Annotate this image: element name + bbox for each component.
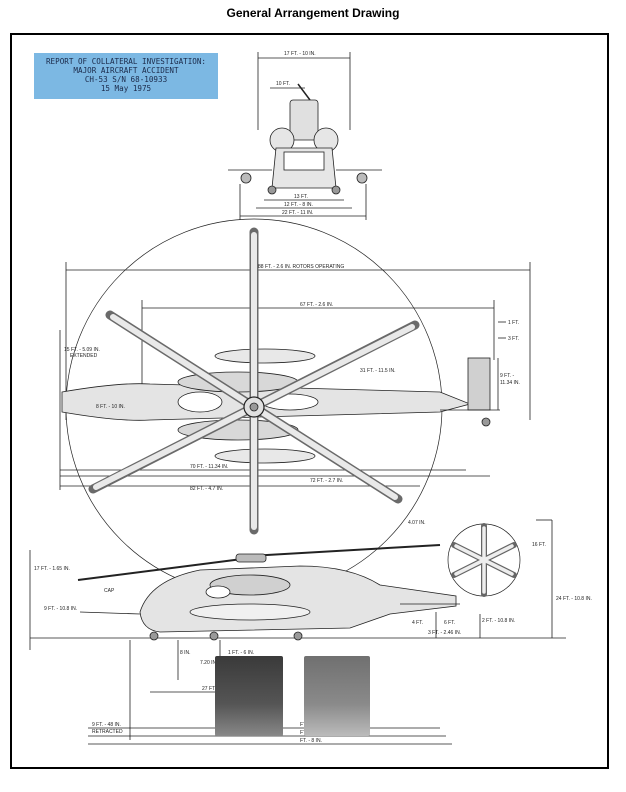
report-stamp: REPORT OF COLLATERAL INVESTIGATION: MAJO…	[34, 53, 218, 99]
dim-8ft: 8 FT. - 10 IN.	[96, 404, 125, 410]
dim-1ft: 1 FT.	[508, 320, 519, 326]
stamp-line: REPORT OF COLLATERAL INVESTIGATION:	[45, 57, 206, 66]
dim-72ft: 72 FT. - 2.7 IN.	[310, 478, 343, 484]
dim-17ft: 17 FT. - 1.65 IN.	[34, 566, 70, 572]
dim-6ft: 6 FT.	[444, 620, 455, 626]
front-dim-b2: 12 FT. - 8 IN.	[284, 202, 313, 208]
dim-70ft: 70 FT. - 11.34 IN.	[190, 464, 228, 470]
front-dim-b1: 13 FT.	[294, 194, 308, 200]
dim-4-07in: 4.07 IN.	[408, 520, 426, 526]
dim-3ft-side: 3 FT. - 2.46 IN.	[428, 630, 461, 636]
dim-8in: 8 IN.	[180, 650, 191, 656]
dim-82ft: 82 FT. - 4.7 IN.	[190, 486, 223, 492]
page-title: General Arrangement Drawing	[226, 6, 400, 20]
dim-4ft: 4 FT.	[412, 620, 423, 626]
label-cap: CAP	[104, 588, 115, 594]
dim-9ft: 9 FT. - 10.8 IN.	[44, 606, 77, 612]
dim-31ft: 31 FT. - 11.5 IN.	[360, 368, 395, 374]
stamp-line: 15 May 1975	[100, 84, 152, 93]
dim-1ft-6in: 1 FT. - 6 IN.	[228, 650, 254, 656]
dim-9ft-a: 9 FT. -	[500, 373, 515, 379]
dim-27ft: 27 FT.	[202, 686, 216, 692]
dim-67ft: 67 FT. - 2.6 IN.	[300, 302, 333, 308]
stamp-line: MAJOR AIRCRAFT ACCIDENT	[73, 66, 179, 75]
overlay-thumbnail-dark	[215, 656, 283, 736]
dim-7-20in: 7.20 IN.	[200, 660, 218, 666]
label-retracted: RETRACTED	[92, 729, 123, 735]
dim-9ft-b: 11.34 IN.	[500, 380, 520, 386]
side-view	[29, 519, 566, 745]
dim-24ft: 24 FT. - 10.8 IN.	[556, 596, 592, 602]
dim-3ft: 3 FT.	[508, 336, 519, 342]
overlay-thumbnail-light	[304, 656, 370, 736]
dim-tail-rotor: 16 FT.	[532, 542, 546, 548]
stamp-line: CH-53 S/N 68-10933	[84, 75, 168, 84]
top-view	[59, 218, 531, 596]
label-extended: EXTENDED	[70, 353, 98, 359]
front-view	[228, 52, 382, 220]
front-dim-top: 17 FT. - 10 IN.	[284, 51, 316, 57]
dim-bottom-3: FT. - 8 IN.	[300, 738, 322, 744]
front-dim-mast: 10 FT.	[276, 81, 290, 87]
dim-rotors-operating: 88 FT. - 2.6 IN. ROTORS OPERATING	[258, 264, 344, 270]
front-dim-b3: 22 FT. - 11 IN.	[282, 210, 313, 216]
dim-retracted: 9 FT. - 48 IN.	[92, 722, 121, 728]
dim-2ft: 2 FT. - 10.8 IN.	[482, 618, 515, 624]
dim-extended: 15 FT. - 5.09 IN.	[64, 347, 100, 353]
